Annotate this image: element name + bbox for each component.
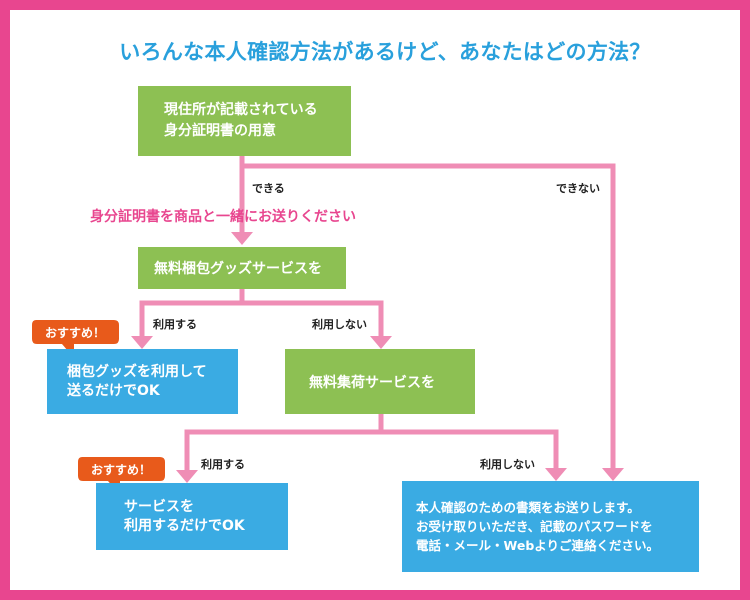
packing-result-node: 梱包グッズを利用して 送るだけでOK [47, 349, 238, 414]
arrowhead-result2 [176, 470, 198, 483]
recommend-badge-2: おすすめ！ [78, 457, 165, 495]
packing-result-line1: 梱包グッズを利用して [67, 363, 207, 380]
start-node-line2: 身分証明書の用意 [164, 123, 276, 139]
connector-cannot-branch [242, 163, 616, 468]
pickup-service-node: 無料集荷サービスを [285, 349, 475, 414]
badge-bubble-shape [32, 320, 119, 358]
connector-service1-use [139, 289, 245, 336]
arrowhead-result3-from-service2 [545, 468, 567, 481]
packing-service-label: 無料梱包グッズサービスを [154, 261, 322, 277]
label-not-use-pickup: 利用しない [480, 458, 535, 471]
label-use-pickup: 利用する [201, 458, 245, 471]
arrowhead-service1 [231, 232, 253, 245]
connector-lines [131, 156, 624, 483]
label-use-packing: 利用する [153, 318, 197, 331]
pickup-result-line2: 利用するだけでOK [124, 517, 245, 534]
badge-bubble-shape [78, 457, 165, 495]
connector-service2-use [184, 414, 384, 470]
document-result-line3: 電話・メール・Webよりご連絡ください。 [416, 538, 660, 553]
packing-service-node: 無料梱包グッズサービスを [138, 247, 346, 289]
start-node-box: 現住所が記載されている 身分証明書の用意 [138, 86, 351, 156]
arrowhead-result1 [131, 336, 153, 349]
send-id-instruction: 身分証明書を商品と一緒にお送りください [90, 209, 356, 225]
label-cannot: できない [556, 182, 600, 195]
label-not-use-packing: 利用しない [312, 318, 367, 331]
packing-result-line2: 送るだけでOK [67, 382, 160, 399]
page-title: いろんな本人確認方法があるけど、あなたはどの方法？ [119, 40, 651, 64]
recommend-badge-1-text: おすすめ！ [45, 326, 105, 340]
pickup-service-label: 無料集荷サービスを [309, 374, 435, 391]
document-result-node: 本人確認のための書類をお送りします。 お受け取りいただき、記載のパスワードを 電… [402, 481, 699, 572]
arrowhead-service2 [370, 336, 392, 349]
recommend-badge-1: おすすめ！ [32, 320, 119, 358]
recommend-badge-2-text: おすすめ！ [91, 463, 151, 477]
pickup-result-node: サービスを 利用するだけでOK [96, 483, 288, 550]
arrowhead-result3-from-cannot [602, 468, 624, 481]
start-node-line1: 現住所が記載されている [164, 102, 318, 118]
connector-service1-not-use [242, 300, 384, 336]
label-can: できる [252, 182, 285, 195]
pickup-result-line1: サービスを [124, 498, 194, 515]
document-result-line2: お受け取りいただき、記載のパスワードを [416, 519, 653, 534]
document-result-line1: 本人確認のための書類をお送りします。 [416, 500, 640, 515]
connector-service2-not-use [381, 429, 559, 468]
